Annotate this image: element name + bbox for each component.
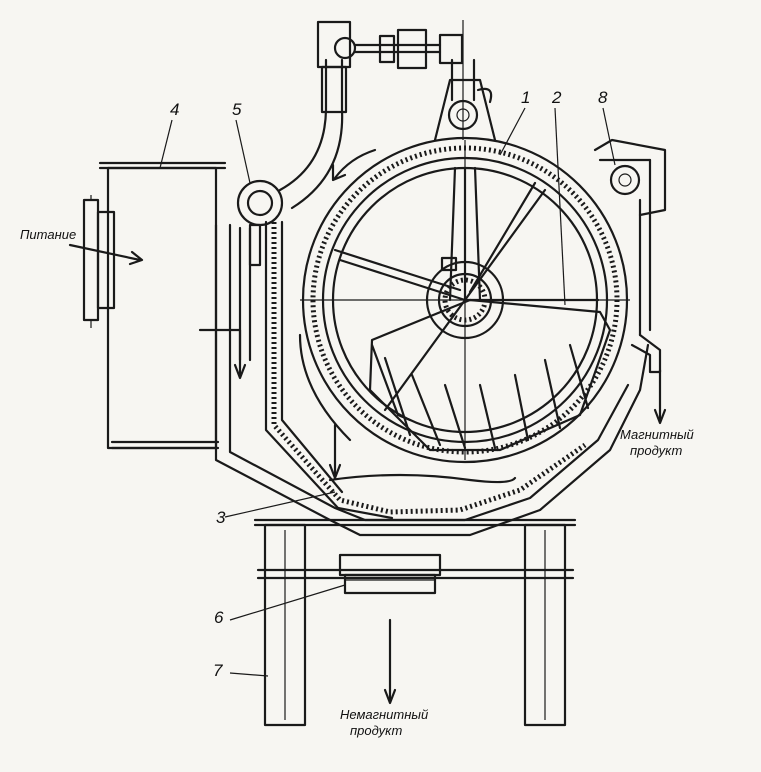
label-3: 3 [216, 508, 226, 527]
outlet-nozzle [338, 553, 442, 595]
feed-box [82, 161, 227, 450]
label-7: 7 [213, 661, 223, 680]
flow-arrows [68, 148, 667, 705]
label-4: 4 [170, 100, 180, 119]
label-1: 1 [521, 88, 531, 107]
feed-caption: Питание [20, 227, 77, 242]
label-8: 8 [598, 88, 608, 107]
magnetic-product-caption-line1: Магнитный [620, 427, 694, 442]
drum [300, 136, 630, 464]
support-frame [253, 518, 577, 727]
nonmagnetic-product-caption-line2: продукт [350, 723, 403, 738]
label-5: 5 [232, 100, 242, 119]
label-2: 2 [552, 88, 562, 107]
feed-pipe [236, 20, 464, 227]
leader-lines [159, 107, 616, 677]
separator-bath [214, 220, 650, 537]
magnetic-discharge-chute [593, 138, 667, 374]
magnetic-system [368, 298, 612, 452]
magnetic-product-caption-line2: продукт [630, 443, 683, 458]
drum-bearing [433, 20, 497, 142]
nonmagnetic-product-caption-line1: Немагнитный [340, 707, 429, 722]
label-6: 6 [214, 608, 224, 627]
